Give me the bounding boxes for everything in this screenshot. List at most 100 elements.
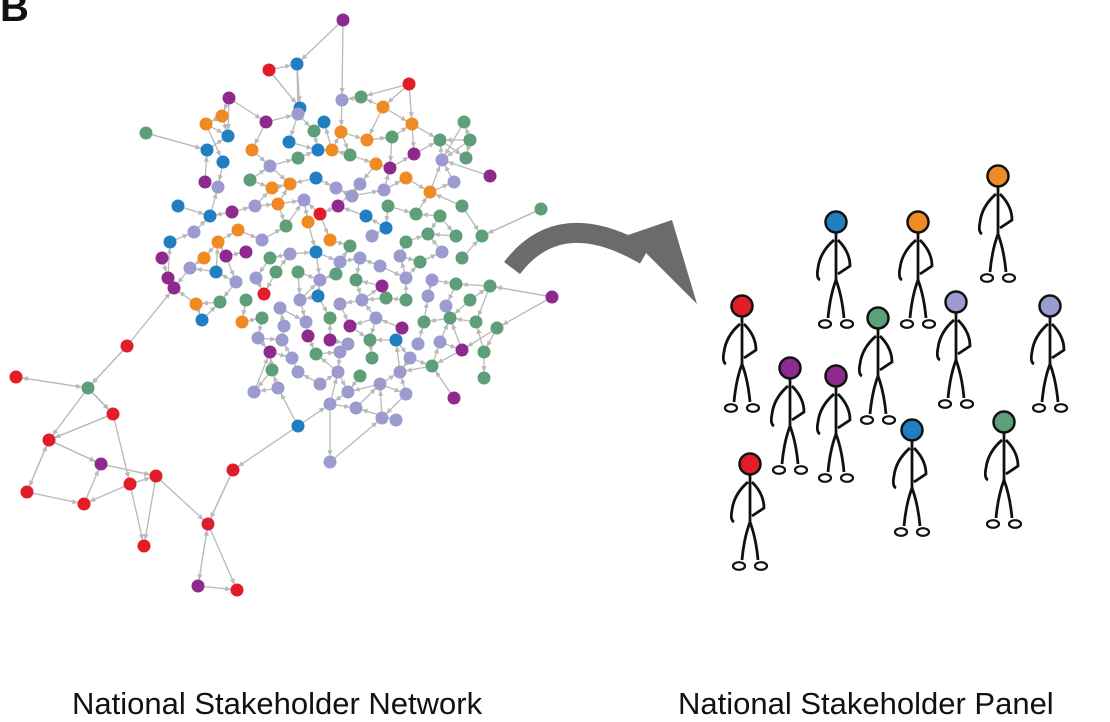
network-node	[226, 463, 240, 477]
network-node	[545, 290, 559, 304]
network-node	[123, 477, 137, 491]
network-node	[349, 401, 363, 415]
network-edge	[155, 475, 205, 521]
network-node	[373, 377, 387, 391]
stakeholder-panel	[721, 164, 1069, 571]
stick-figure-icon	[977, 164, 1017, 283]
network-edge	[268, 69, 297, 104]
network-edge	[329, 421, 378, 463]
network-node	[369, 311, 383, 325]
network-node	[307, 124, 321, 138]
network-node	[399, 387, 413, 401]
network-node	[389, 333, 403, 347]
network-node	[333, 297, 347, 311]
network-node	[259, 115, 273, 129]
network-node	[355, 293, 369, 307]
network-node	[334, 125, 348, 139]
network-node	[265, 363, 279, 377]
network-edge	[237, 425, 299, 468]
network-node	[239, 293, 253, 307]
network-node	[435, 245, 449, 259]
network-node	[409, 207, 423, 221]
network-edge	[48, 439, 96, 463]
network-node	[271, 381, 285, 395]
network-node	[417, 315, 431, 329]
network-node	[313, 207, 327, 221]
network-node	[323, 311, 337, 325]
network-node	[377, 183, 391, 197]
network-node	[155, 251, 169, 265]
network-node	[469, 315, 483, 329]
network-node	[283, 247, 297, 261]
network-node	[413, 255, 427, 269]
network-node	[187, 225, 201, 239]
network-node	[421, 227, 435, 241]
network-node	[277, 319, 291, 333]
network-node	[197, 251, 211, 265]
network-node	[191, 579, 205, 593]
network-node	[403, 351, 417, 365]
network-node	[222, 91, 236, 105]
network-node	[285, 351, 299, 365]
network-node	[290, 57, 304, 71]
network-node	[247, 385, 261, 399]
network-node	[263, 345, 277, 359]
network-node	[331, 365, 345, 379]
network-node	[483, 169, 497, 183]
stick-figure-icon	[729, 452, 769, 571]
network-node	[275, 333, 289, 347]
network-node	[345, 189, 359, 203]
network-node	[534, 202, 548, 216]
network-node	[239, 245, 253, 259]
network-node	[161, 271, 175, 285]
network-node	[311, 143, 325, 157]
network-node	[449, 277, 463, 291]
network-node	[336, 13, 350, 27]
network-node	[477, 371, 491, 385]
network-node	[199, 117, 213, 131]
network-node	[263, 159, 277, 173]
network-node	[120, 339, 134, 353]
network-node	[423, 185, 437, 199]
network-node	[353, 251, 367, 265]
network-node	[455, 251, 469, 265]
network-node	[249, 271, 263, 285]
network-node	[317, 115, 331, 129]
network-node	[329, 181, 343, 195]
network-node	[341, 385, 355, 399]
network-node	[375, 279, 389, 293]
network-node	[225, 205, 239, 219]
network-node	[211, 235, 225, 249]
network-node	[229, 275, 243, 289]
network-node	[457, 115, 471, 129]
network-edge	[54, 413, 114, 439]
network-node	[373, 259, 387, 273]
network-node	[299, 315, 313, 329]
network-node	[335, 93, 349, 107]
network-node	[354, 90, 368, 104]
network-node	[463, 133, 477, 147]
network-node	[311, 289, 325, 303]
network-node	[333, 255, 347, 269]
network-node	[211, 180, 225, 194]
network-node	[195, 313, 209, 327]
network-node	[262, 63, 276, 77]
network-node	[137, 539, 151, 553]
network-node	[257, 287, 271, 301]
network-caption: National Stakeholder Network	[72, 686, 483, 721]
network-edge	[295, 63, 301, 109]
network-node	[20, 485, 34, 499]
network-node	[359, 209, 373, 223]
stick-figure-icon	[935, 290, 975, 409]
network-node	[282, 135, 296, 149]
network-node	[343, 239, 357, 253]
network-node	[365, 229, 379, 243]
stick-figure-icon	[857, 306, 897, 425]
network-node	[483, 279, 497, 293]
network-node	[329, 267, 343, 281]
network-node	[353, 369, 367, 383]
network-node	[216, 155, 230, 169]
network-node	[106, 407, 120, 421]
network-node	[365, 351, 379, 365]
